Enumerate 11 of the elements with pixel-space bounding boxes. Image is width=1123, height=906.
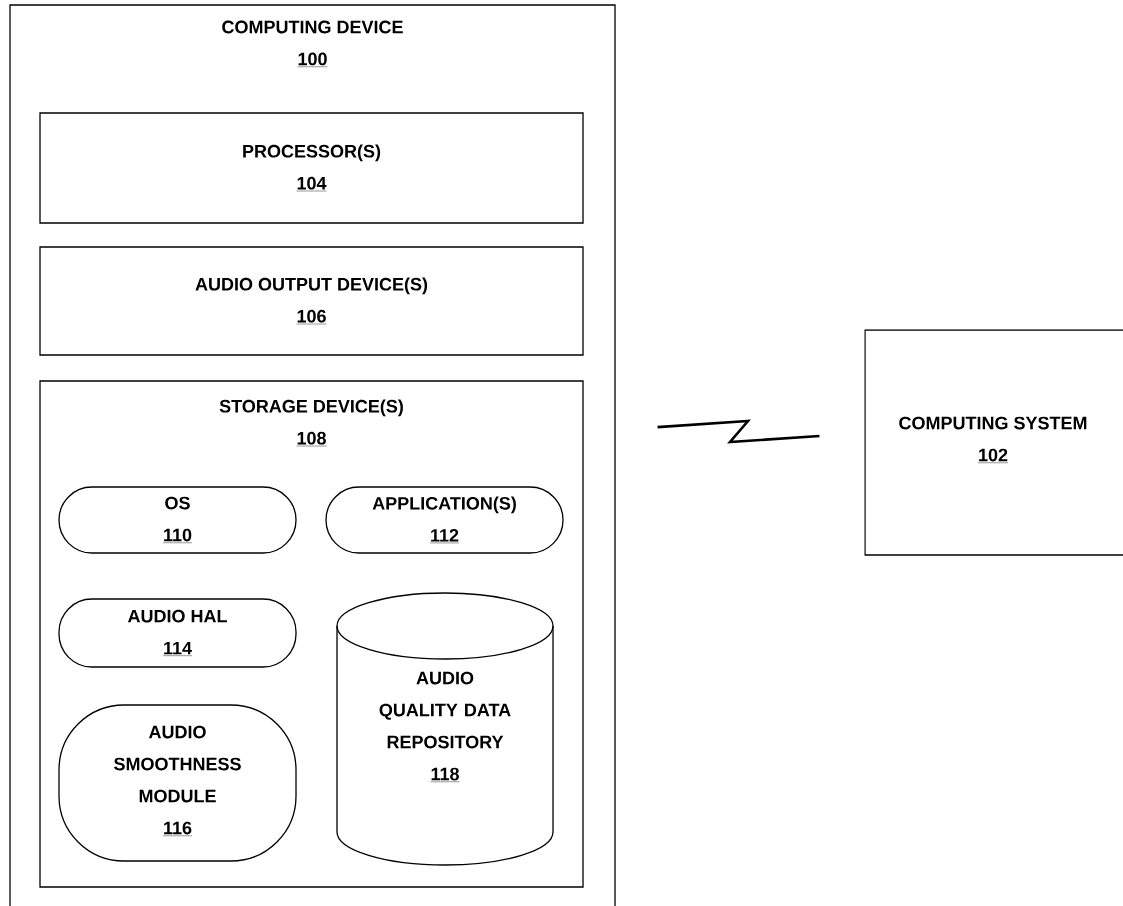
database-cylinder: AUDIO QUALITY DATA REPOSITORY 118 (336, 592, 554, 866)
wireless-link (657, 419, 820, 444)
rounded-box: APPLICATION(S) 112 (325, 486, 564, 554)
component-box: COMPUTING SYSTEM 102 (864, 329, 1123, 556)
component-box: AUDIO OUTPUT DEVICE(S) 106 (39, 246, 584, 356)
node-label: AUDIO QUALITY DATA REPOSITORY (379, 671, 511, 749)
node-label: 118 (431, 767, 459, 781)
rounded-box: AUDIO HAL 114 (58, 598, 297, 668)
rounded-box: OS 110 (58, 486, 297, 554)
rounded-box: AUDIO SMOOTHNESS MODULE 116 (58, 704, 297, 862)
component-box: PROCESSOR(S) 104 (39, 112, 584, 224)
